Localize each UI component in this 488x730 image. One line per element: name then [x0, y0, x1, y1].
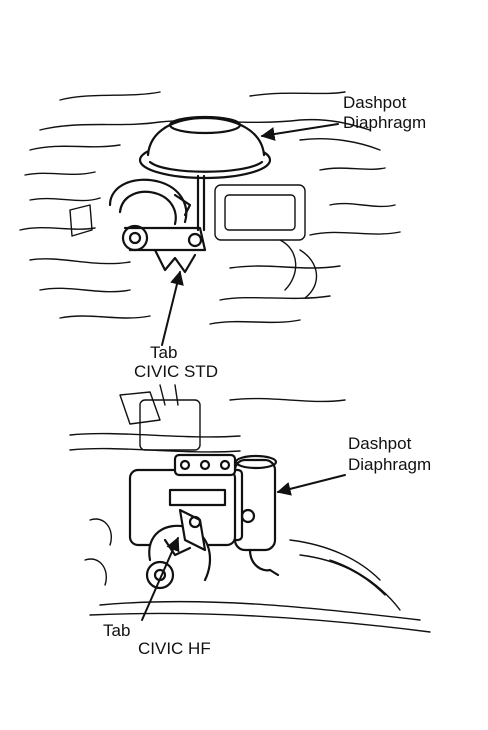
bottom-diaphragm-arrow [276, 474, 346, 496]
bottom-diaphragm-label-line1: Dashpot [348, 434, 412, 453]
bottom-throttle-body [128, 453, 237, 590]
top-tab-label: Tab [150, 343, 177, 362]
bottom-tab-arrow [141, 536, 180, 621]
bottom-model-label: CIVIC HF [138, 639, 211, 658]
bottom-engine-background [69, 384, 431, 633]
top-diaphragm-label-line2: Diaphragm [343, 113, 426, 132]
top-model-label: CIVIC STD [134, 362, 218, 381]
bottom-diaphragm-label-line2: Diaphragm [348, 455, 431, 474]
callout-arrows [141, 123, 346, 621]
top-engine-illustration [19, 91, 401, 325]
top-tab-arrow [161, 270, 184, 346]
top-throttle-linkage [108, 178, 207, 274]
top-engine-background [19, 91, 401, 325]
bottom-engine-illustration [69, 384, 431, 633]
top-dashpot-diaphragm-shape [138, 115, 272, 232]
top-diaphragm-arrow [260, 123, 339, 141]
bottom-tab-label: Tab [103, 621, 130, 640]
top-diaphragm-label-line1: Dashpot [343, 93, 407, 112]
